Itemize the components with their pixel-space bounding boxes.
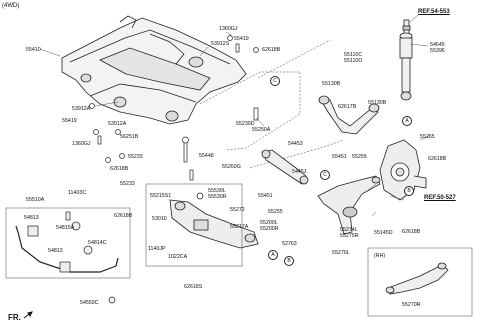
label-53912a-2: 53912A — [108, 121, 127, 127]
lower-control-arm — [169, 192, 259, 249]
label-62618b-l: 62618B — [110, 166, 129, 172]
callout-b-2[interactable]: B — [284, 256, 294, 266]
label-54814c: 54814C — [88, 240, 107, 246]
lower-arm-55270r — [385, 262, 449, 295]
label-54813-a: 54813 — [24, 215, 39, 221]
label-55419-top: 55419 — [234, 36, 249, 42]
ref-54-553[interactable]: REF.54-553 — [418, 9, 450, 15]
label-55419-l: 55419 — [62, 118, 77, 124]
label-11403c: 11403C — [68, 190, 87, 196]
subframe-fasteners — [89, 35, 259, 163]
label-54813-b: 54813 — [48, 248, 63, 254]
label-62618s: 62618S — [184, 284, 203, 290]
label-62618b-r: 62618B — [428, 156, 447, 162]
label-55451-b: 55451 — [258, 193, 273, 199]
front-arrow-icon — [23, 311, 33, 319]
label-53010: 53010 — [152, 216, 167, 222]
label-53912a-1: 53912A — [72, 106, 91, 112]
label-55272: 55272 — [230, 207, 245, 213]
callout-c-2[interactable]: C — [270, 76, 280, 86]
rh-label: (RH) — [374, 253, 386, 259]
callout-c-1[interactable]: C — [320, 170, 330, 180]
front-marker: FR. — [8, 313, 21, 322]
label-55270r: 55270R — [402, 302, 421, 308]
label-55255-r: 55255 — [420, 134, 435, 140]
label-56251b: 56251B — [120, 134, 139, 140]
callout-a-2[interactable]: A — [268, 250, 278, 260]
label-55410: 55410 — [26, 47, 41, 53]
ref-50-527[interactable]: REF.50-527 — [424, 195, 456, 201]
label-54645: 54645 55396 — [430, 42, 445, 54]
upper-arm-55110 — [318, 95, 380, 135]
label-62618b-top: 62618B — [262, 47, 281, 53]
label-55510a: 55510A — [26, 197, 45, 203]
label-55200l: 55200L 55200R — [260, 220, 279, 232]
label-55230d: 55230D — [236, 121, 255, 127]
lower-arm-55270l — [317, 175, 381, 235]
subframe-55410 — [61, 15, 247, 125]
rh-arm-box — [367, 247, 473, 317]
label-55274l: 55274L 55275R — [340, 227, 359, 239]
shock-absorber — [399, 19, 413, 101]
label-1140jp: 1140JP — [148, 246, 166, 252]
label-52763: 52763 — [282, 241, 297, 247]
label-1360gj-l: 1360GJ — [72, 141, 91, 147]
lower-arm-group-box — [145, 183, 243, 267]
label-55217a: 55217A — [230, 224, 249, 230]
label-55130b-2: 55130B — [368, 100, 387, 106]
label-55215s1: 55215S1 — [150, 193, 172, 199]
label-53912s: 53912S — [211, 41, 230, 47]
bolts-55448 — [182, 136, 194, 181]
label-62618b-b: 62618B — [114, 213, 133, 219]
label-55233-b: 55233 — [120, 181, 135, 187]
label-55255-b: 55255 — [268, 209, 283, 215]
label-55255-top: 55255 — [352, 154, 367, 160]
label-55110c: 55110C 55110D — [344, 52, 363, 64]
variant-label: (4WD) — [2, 3, 20, 9]
callout-a-1[interactable]: A — [402, 116, 412, 126]
label-54815a: 54815A — [56, 225, 75, 231]
label-55451: 55451 — [332, 154, 347, 160]
label-55130b: 55130B — [322, 81, 341, 87]
stabilizer-group-box — [5, 207, 131, 279]
leader-lines — [39, 31, 265, 127]
label-54559c: 54559C — [80, 300, 99, 306]
label-55260g: 55260G — [222, 164, 241, 170]
knuckle — [379, 139, 427, 201]
label-5445j: 5445J — [292, 169, 307, 175]
label-62617b: 62617B — [338, 104, 357, 110]
label-55250a: 55250A — [252, 127, 271, 133]
label-55233-a: 55233 — [128, 154, 143, 160]
link-arm-54453 — [261, 149, 309, 185]
stabilizer-bar — [15, 225, 119, 273]
label-54453: 54453 — [288, 141, 303, 147]
callout-b-1[interactable]: B — [404, 186, 414, 196]
label-55448: 55448 — [199, 153, 214, 159]
label-55270l: 55270L — [332, 250, 350, 256]
stabilizer-parts — [27, 211, 116, 304]
label-55530l: 55530L 55530R — [208, 188, 227, 200]
label-55145d: 55145D — [374, 230, 393, 236]
region-outlines — [199, 39, 345, 169]
leader-lines-right — [367, 14, 431, 217]
label-62618b-rr: 62618B — [402, 229, 421, 235]
label-1360gj-top: 1360GJ — [219, 26, 238, 32]
label-1022ca: 1022CA — [168, 254, 188, 260]
